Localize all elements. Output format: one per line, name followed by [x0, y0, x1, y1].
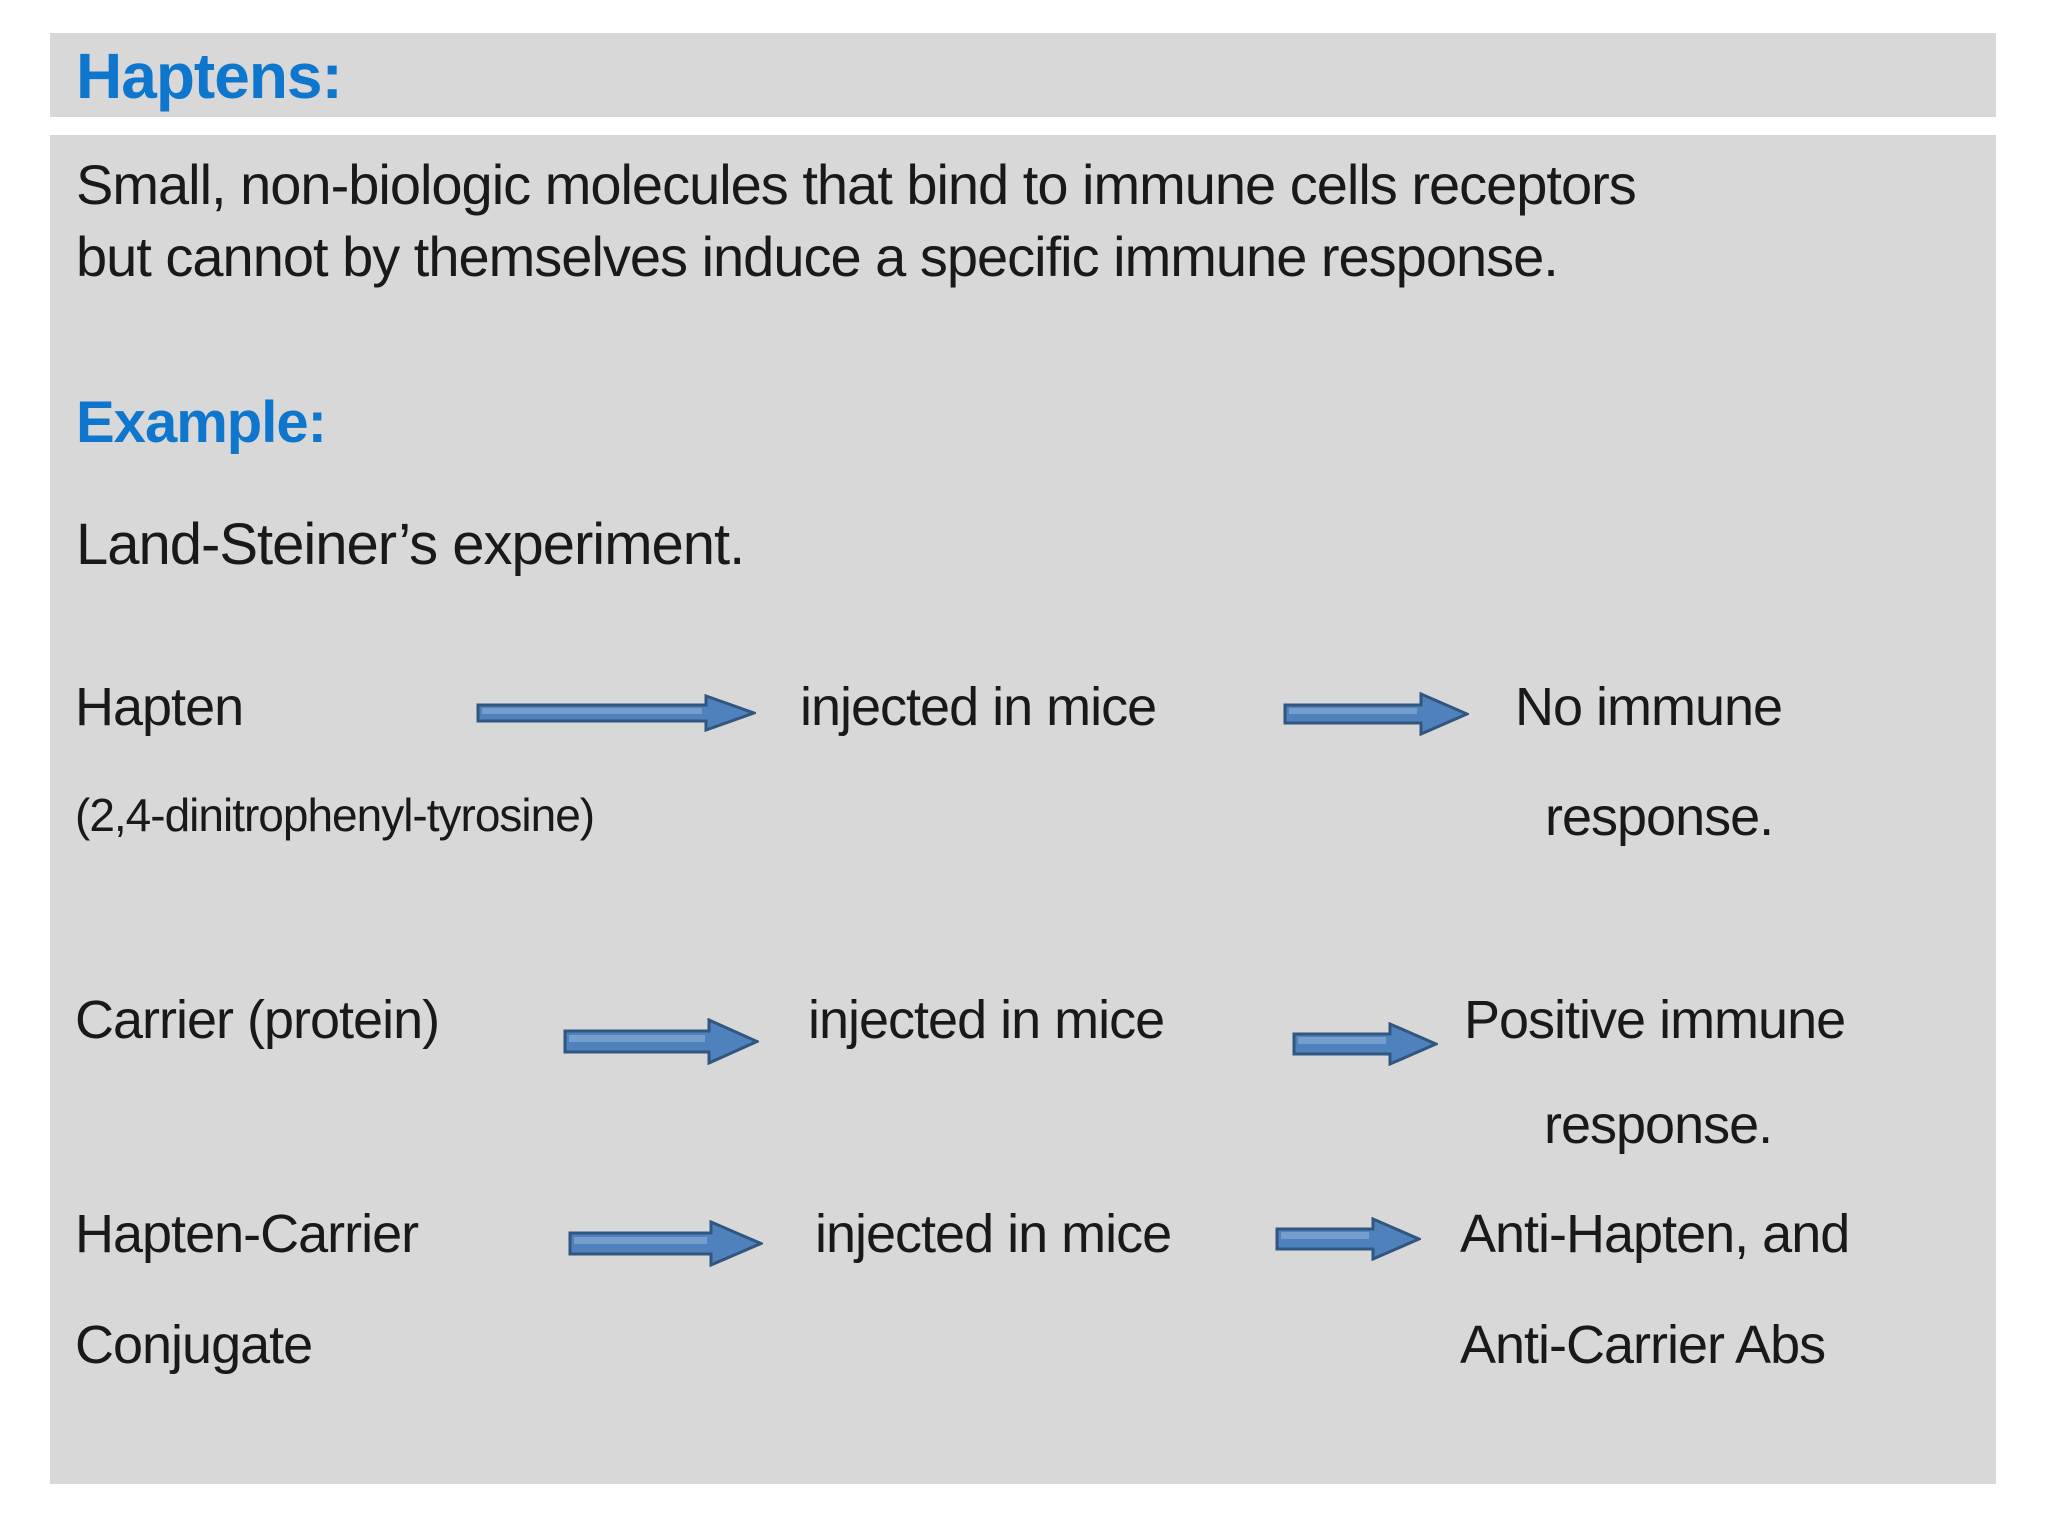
row2-result-line1: Positive immune	[1464, 990, 1846, 1050]
row1-subject-label: Hapten	[75, 677, 244, 737]
row1-subject-note: (2,4-dinitrophenyl-tyrosine)	[75, 789, 595, 841]
row3-action-label: injected in mice	[815, 1204, 1172, 1264]
row1-action-label: injected in mice	[800, 677, 1157, 737]
row1-result-line1: No immune	[1515, 677, 1783, 737]
row3-result-line2: Anti-Carrier Abs	[1460, 1315, 1826, 1375]
right-arrow-icon	[563, 1018, 759, 1065]
row3-subject-label: Hapten-Carrier	[75, 1204, 419, 1264]
experiment-title: Land-Steiner’s experiment.	[76, 512, 745, 577]
definition-text: Small, non-biologic molecules that bind …	[76, 153, 1637, 288]
right-arrow-icon	[476, 694, 756, 732]
right-arrow-icon	[1292, 1022, 1438, 1066]
row2-subject-label: Carrier (protein)	[75, 990, 440, 1050]
example-heading: Example:	[76, 390, 327, 455]
content-panel: Small, non-biologic molecules that bind …	[50, 135, 1996, 1484]
row2-action-label: injected in mice	[808, 990, 1165, 1050]
row3-result-line1: Anti-Hapten, and	[1460, 1204, 1850, 1264]
row1-result-line2: response.	[1545, 787, 1774, 847]
right-arrow-icon	[1283, 692, 1469, 736]
row3-subject-line2: Conjugate	[75, 1315, 313, 1375]
slide-title: Haptens:	[76, 40, 343, 112]
right-arrow-icon	[1275, 1217, 1421, 1261]
row2-result-line2: response.	[1544, 1095, 1773, 1155]
right-arrow-icon	[568, 1220, 763, 1267]
title-bar: Haptens:	[50, 33, 1996, 117]
